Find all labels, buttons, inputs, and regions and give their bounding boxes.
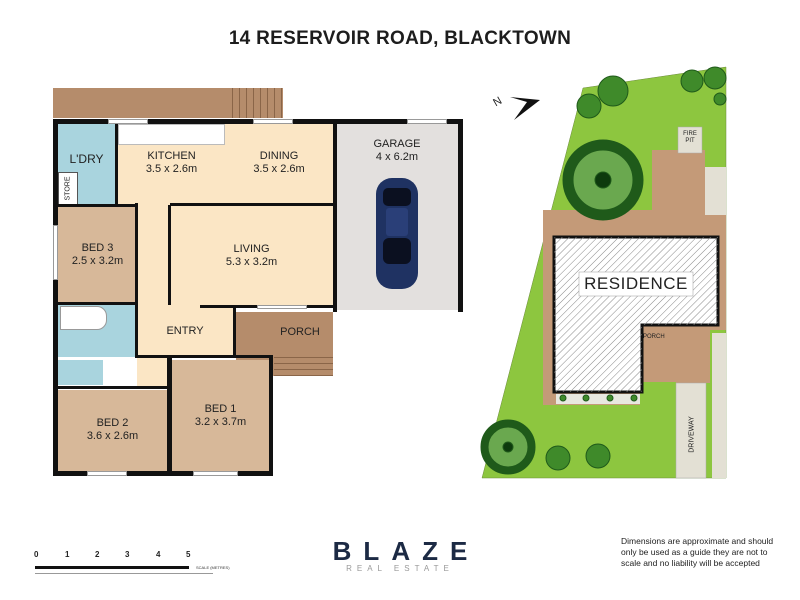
residence-label: RESIDENCE: [584, 274, 688, 293]
scale-tick: 4: [156, 550, 161, 559]
dining-label: DINING: [259, 150, 299, 162]
car-icon: [376, 178, 418, 289]
room-entry: [137, 307, 233, 355]
porch-label: PORCH: [280, 326, 320, 338]
north-arrow-icon: [510, 97, 540, 120]
bathtub: [60, 306, 107, 330]
room-bed1: [172, 360, 269, 472]
bed2-label: BED 2: [96, 417, 129, 429]
driveway-strip: [712, 333, 726, 478]
porch-stairs: [274, 352, 333, 376]
brand-subtitle: REAL ESTATE: [346, 564, 454, 573]
garden-bed: [556, 394, 640, 404]
fire-pit: [677, 126, 703, 154]
room-wc: [58, 360, 103, 385]
entry-label: ENTRY: [166, 325, 204, 337]
living-size: 5.3 x 3.2m: [225, 256, 278, 268]
side-pad: [705, 167, 726, 215]
bed1-label: BED 1: [204, 403, 237, 415]
scale-label: SCALE (METRES): [196, 565, 230, 570]
deck-stairs: [226, 88, 283, 118]
scale-tick: 1: [65, 550, 70, 559]
scale-tick: 3: [125, 550, 130, 559]
kitchen-bench: [118, 124, 225, 145]
laundry-label: L'DRY: [69, 152, 104, 166]
brand-logo: BLAZE: [332, 536, 480, 566]
room-bed3: [58, 206, 137, 302]
fire-pit-label: FIRE PIT: [683, 131, 697, 144]
bed3-label: BED 3: [81, 242, 114, 254]
scale-tick: 0: [34, 550, 39, 559]
bed1-size: 3.2 x 3.7m: [194, 416, 247, 428]
room-dining: [225, 124, 333, 204]
room-living: [170, 206, 333, 307]
kitchen-size: 3.5 x 2.6m: [145, 163, 198, 175]
living-label: LIVING: [233, 243, 270, 255]
dining-size: 3.5 x 2.6m: [253, 163, 305, 175]
bed3-size: 2.5 x 3.2m: [71, 255, 124, 267]
site-porch-label: PORCH: [643, 334, 665, 340]
scale-tick: 5: [186, 550, 191, 559]
page-title: 14 RESERVOIR ROAD, BLACKTOWN: [228, 28, 572, 49]
disclaimer: Dimensions are approximate and should on…: [621, 536, 774, 568]
kitchen-label: KITCHEN: [147, 150, 196, 162]
garage-size: 4 x 6.2m: [375, 151, 419, 163]
bed2-size: 3.6 x 2.6m: [86, 430, 139, 442]
room-bed2: [58, 390, 167, 472]
scale-tick: 2: [95, 550, 100, 559]
driveway-label: DRIVEWAY: [688, 416, 696, 453]
garage-label: GARAGE: [373, 138, 421, 150]
tree-icon: [480, 66, 727, 475]
driveway: [675, 382, 707, 479]
